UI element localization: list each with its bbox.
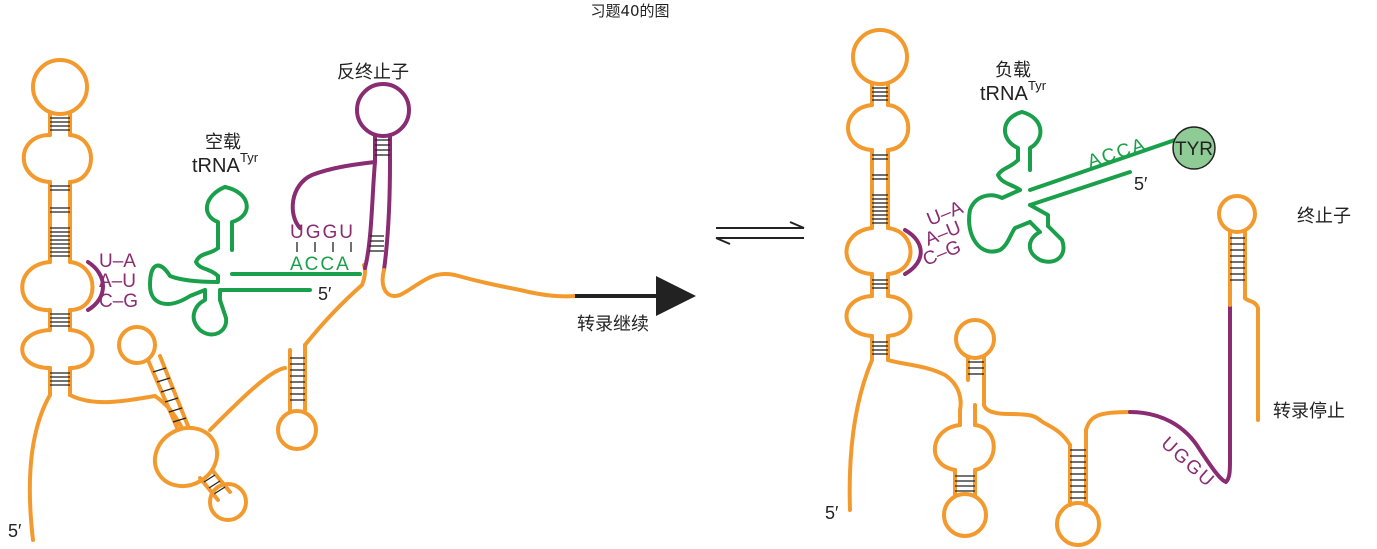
left-pair-u-a: U–A xyxy=(99,251,136,272)
right-main-stem xyxy=(844,28,963,512)
stop-label: 转录停止 xyxy=(1273,401,1345,422)
left-empty-trna xyxy=(148,185,362,337)
left-small-hairpin xyxy=(276,263,368,451)
empty-trna-label-line1: 空载 xyxy=(205,132,241,153)
left-uggu: UGGU xyxy=(290,222,355,243)
left-pair-a-u: A–U xyxy=(99,271,136,292)
charged-trna-label-line2: tRNA xyxy=(980,83,1028,105)
right-lower-hairpin xyxy=(933,403,996,538)
anti-terminator-label: 反终止子 xyxy=(337,62,409,83)
continue-label: 转录继续 xyxy=(577,314,649,335)
right-charged-trna: TYR xyxy=(967,110,1216,264)
right-panel: TYR ACCA 5′ U–A A–U C–G UGGU 负载 tRNA Tyr… xyxy=(825,28,1351,547)
left-anticodon-pairs: U–A A–U C–G xyxy=(99,251,138,312)
left-specifier-loop xyxy=(86,260,105,312)
right-terminator xyxy=(1217,194,1260,422)
left-main-stem xyxy=(20,58,157,542)
left-main-rungs xyxy=(50,117,70,386)
empty-trna-label-line2: tRNA xyxy=(192,155,240,177)
right-main-rungs xyxy=(872,87,888,355)
charged-trna-label-line1: 负载 xyxy=(995,60,1031,81)
right-trna-5prime: 5′ xyxy=(1134,174,1148,194)
right-acca: ACCA xyxy=(1085,134,1149,173)
left-pair-c-g: C–G xyxy=(99,291,138,312)
left-side-branch xyxy=(117,325,287,522)
left-mrna-5prime: 5′ xyxy=(8,521,22,541)
right-middle-hairpin xyxy=(954,318,1042,422)
left-antiterminator xyxy=(290,82,577,299)
right-bottom-hairpin xyxy=(1038,303,1232,547)
tyr-circle xyxy=(1172,126,1216,170)
charged-trna-label-sup: Tyr xyxy=(1028,78,1047,93)
figure-title: 习题40的图 xyxy=(590,2,669,20)
terminator-label: 终止子 xyxy=(1297,206,1351,227)
left-uggu-acca-rungs xyxy=(296,242,352,252)
right-anticodon-pairs: U–A A–U C–G xyxy=(920,197,966,270)
tyr-label: TYR xyxy=(1175,139,1213,160)
empty-trna-label-sup: Tyr xyxy=(240,150,259,165)
equilibrium-arrows xyxy=(715,221,805,245)
left-trna-5prime: 5′ xyxy=(318,284,332,304)
right-mrna-5prime: 5′ xyxy=(825,503,839,523)
left-acca: ACCA xyxy=(290,254,351,275)
right-specifier-loop xyxy=(903,228,923,276)
left-panel: U–A A–U C–G UGGU ACCA 5′ 反终止子 空载 tRNA Ty… xyxy=(8,58,696,542)
